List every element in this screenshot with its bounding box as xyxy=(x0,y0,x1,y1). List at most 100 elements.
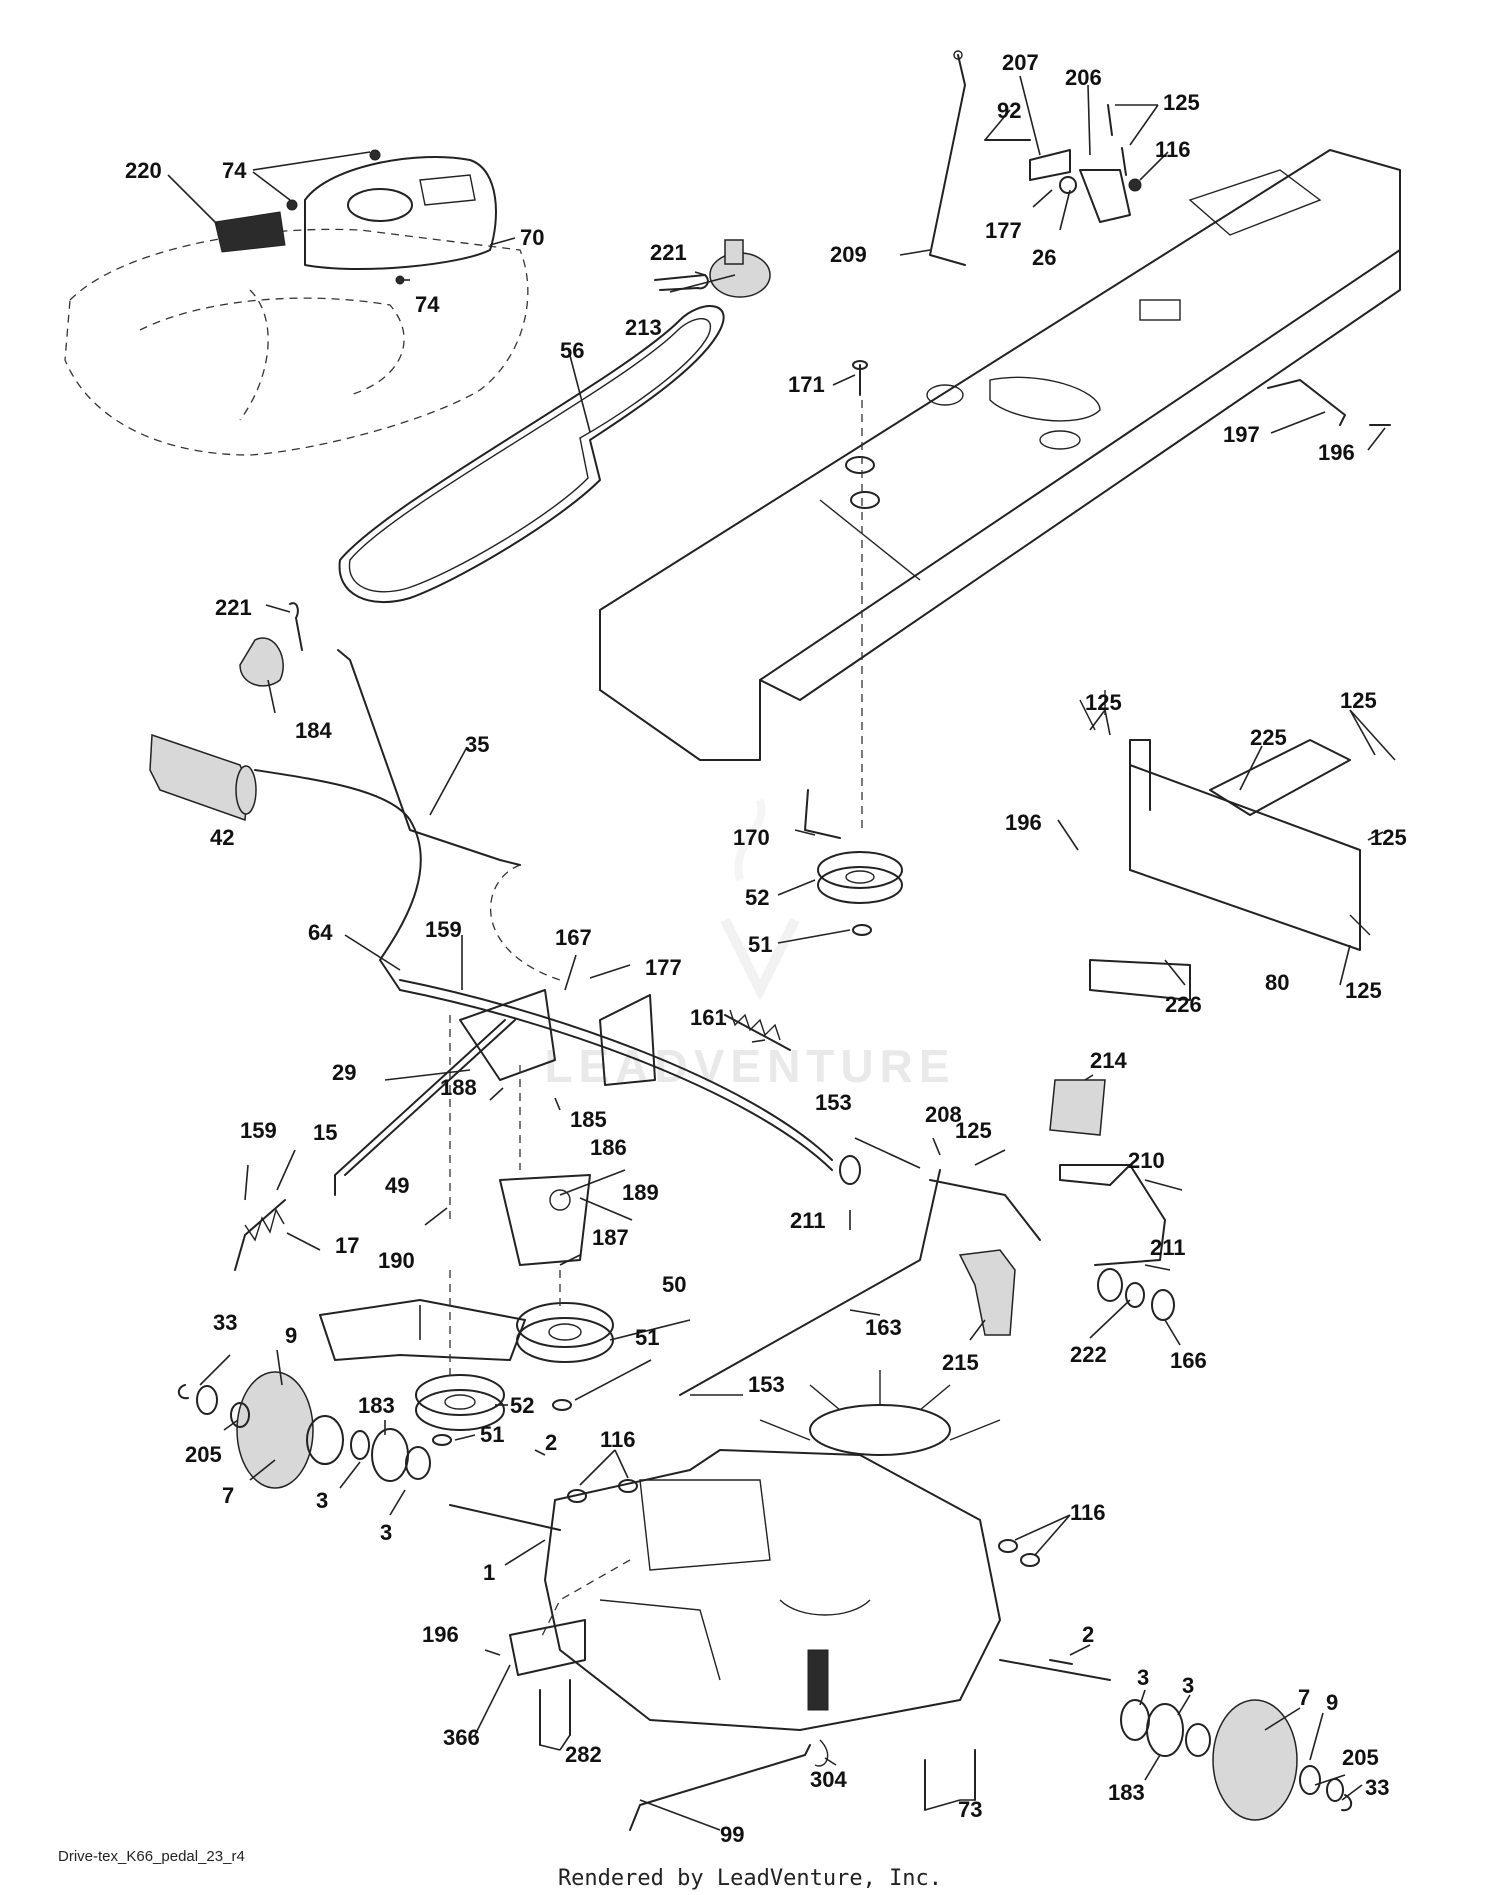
rod-35 xyxy=(337,649,561,981)
callout-185: 185 xyxy=(570,1107,607,1132)
hub-7-left xyxy=(177,1371,431,1489)
callout-190: 190 xyxy=(378,1248,415,1273)
rod-163 xyxy=(679,1169,941,1396)
callout-209: 209 xyxy=(830,242,867,267)
callout-33: 33 xyxy=(213,1310,237,1335)
callout-186: 186 xyxy=(590,1135,627,1160)
bracket-assembly-225-80 xyxy=(1079,690,1371,1001)
callout-42: 42 xyxy=(210,825,234,850)
shift-rod-209 xyxy=(929,50,966,266)
callout-215: 215 xyxy=(942,1350,979,1375)
callout-196: 196 xyxy=(1005,810,1042,835)
screws-74 xyxy=(286,149,405,285)
pulley-52-lower xyxy=(415,1374,505,1446)
callout-166: 166 xyxy=(1170,1348,1207,1373)
callout-304: 304 xyxy=(810,1767,847,1792)
grip-42 xyxy=(149,733,257,822)
rod-99 xyxy=(629,1739,829,1831)
callout-211: 211 xyxy=(1150,1235,1186,1260)
callout-116: 116 xyxy=(1155,137,1191,162)
hairpin-221-left xyxy=(289,602,303,651)
callout-125: 125 xyxy=(1163,90,1200,115)
callout-35: 35 xyxy=(465,732,489,757)
callout-1: 1 xyxy=(483,1560,495,1585)
bolts-125-116-top xyxy=(1107,104,1127,176)
callout-207: 207 xyxy=(1002,50,1039,75)
callout-125: 125 xyxy=(1085,690,1122,715)
knob-184 xyxy=(239,637,284,687)
callout-226: 226 xyxy=(1165,992,1202,1017)
callout-73: 73 xyxy=(958,1797,982,1822)
callout-49: 49 xyxy=(385,1173,409,1198)
callout-51: 51 xyxy=(635,1325,659,1350)
callout-3: 3 xyxy=(1182,1673,1194,1698)
callout-221: 221 xyxy=(650,240,687,265)
callout-163: 163 xyxy=(865,1315,902,1340)
callout-116: 116 xyxy=(600,1427,636,1452)
callout-177: 177 xyxy=(645,955,682,980)
linkage-207-206 xyxy=(984,139,1142,223)
callout-177: 177 xyxy=(985,218,1022,243)
callout-125: 125 xyxy=(1340,688,1377,713)
callout-208: 208 xyxy=(925,1102,962,1127)
spring-17 xyxy=(234,1199,286,1271)
pedal-pad-214 xyxy=(1049,1079,1106,1136)
callout-70: 70 xyxy=(520,225,544,250)
idler-pulley-52-top xyxy=(804,400,903,936)
decal-220 xyxy=(214,211,286,253)
callout-196: 196 xyxy=(422,1622,459,1647)
callout-7: 7 xyxy=(222,1483,234,1508)
watermark-logo xyxy=(720,798,800,1002)
callout-222: 222 xyxy=(1070,1342,1107,1367)
callout-80: 80 xyxy=(1265,970,1289,995)
leader-lines xyxy=(167,75,1396,1831)
callout-153: 153 xyxy=(815,1090,852,1115)
callout-7: 7 xyxy=(1298,1685,1310,1710)
bracket-366-bolts-282-73 xyxy=(509,1619,1073,1811)
callout-116: 116 xyxy=(1070,1500,1106,1525)
callout-2: 2 xyxy=(1082,1622,1094,1647)
callout-74: 74 xyxy=(222,158,247,183)
bolt-171 xyxy=(852,360,868,396)
guard-190 xyxy=(319,1299,526,1361)
callout-153: 153 xyxy=(748,1372,785,1397)
callout-184: 184 xyxy=(295,718,332,743)
callout-92: 92 xyxy=(997,98,1021,123)
fan-and-nuts-116 xyxy=(567,1479,1040,1567)
callout-213: 213 xyxy=(625,315,662,340)
callout-51: 51 xyxy=(480,1422,504,1447)
callout-2: 2 xyxy=(545,1430,557,1455)
callout-221: 221 xyxy=(215,595,252,620)
hub-7-right xyxy=(1120,1699,1353,1821)
bracket-197 xyxy=(1267,379,1391,426)
bracket-189 xyxy=(499,1174,591,1266)
callout-3: 3 xyxy=(380,1520,392,1545)
callout-56: 56 xyxy=(560,338,584,363)
callout-197: 197 xyxy=(1223,422,1260,447)
callout-17: 17 xyxy=(335,1233,359,1258)
callout-125: 125 xyxy=(1345,978,1382,1003)
callout-50: 50 xyxy=(662,1272,686,1297)
chassis-frame xyxy=(599,149,1401,761)
callout-52: 52 xyxy=(510,1393,534,1418)
callout-206: 206 xyxy=(1065,65,1102,90)
spring-161 xyxy=(724,1009,791,1051)
callout-26: 26 xyxy=(1032,245,1056,270)
knob-213 xyxy=(709,239,771,298)
callout-51: 51 xyxy=(748,932,772,957)
callout-183: 183 xyxy=(1108,1780,1145,1805)
transaxle-dash-lines xyxy=(449,1015,631,1641)
callout-labels: 220 74 70 74 221 213 56 207 92 206 125 1… xyxy=(125,50,1407,1847)
rendered-by-credit: Rendered by LeadVenture, Inc. xyxy=(557,1866,943,1891)
callout-159: 159 xyxy=(240,1118,277,1143)
callout-188: 188 xyxy=(440,1075,477,1100)
brake-linkage-29 xyxy=(334,989,656,1196)
callout-15: 15 xyxy=(313,1120,337,1145)
callout-29: 29 xyxy=(332,1060,356,1085)
callout-99: 99 xyxy=(720,1822,744,1847)
dash-panel-70 xyxy=(304,155,497,271)
diagram-id: Drive-tex_K66_pedal_23_r4 xyxy=(58,1848,245,1865)
callout-159: 159 xyxy=(425,917,462,942)
callout-220: 220 xyxy=(125,158,162,183)
